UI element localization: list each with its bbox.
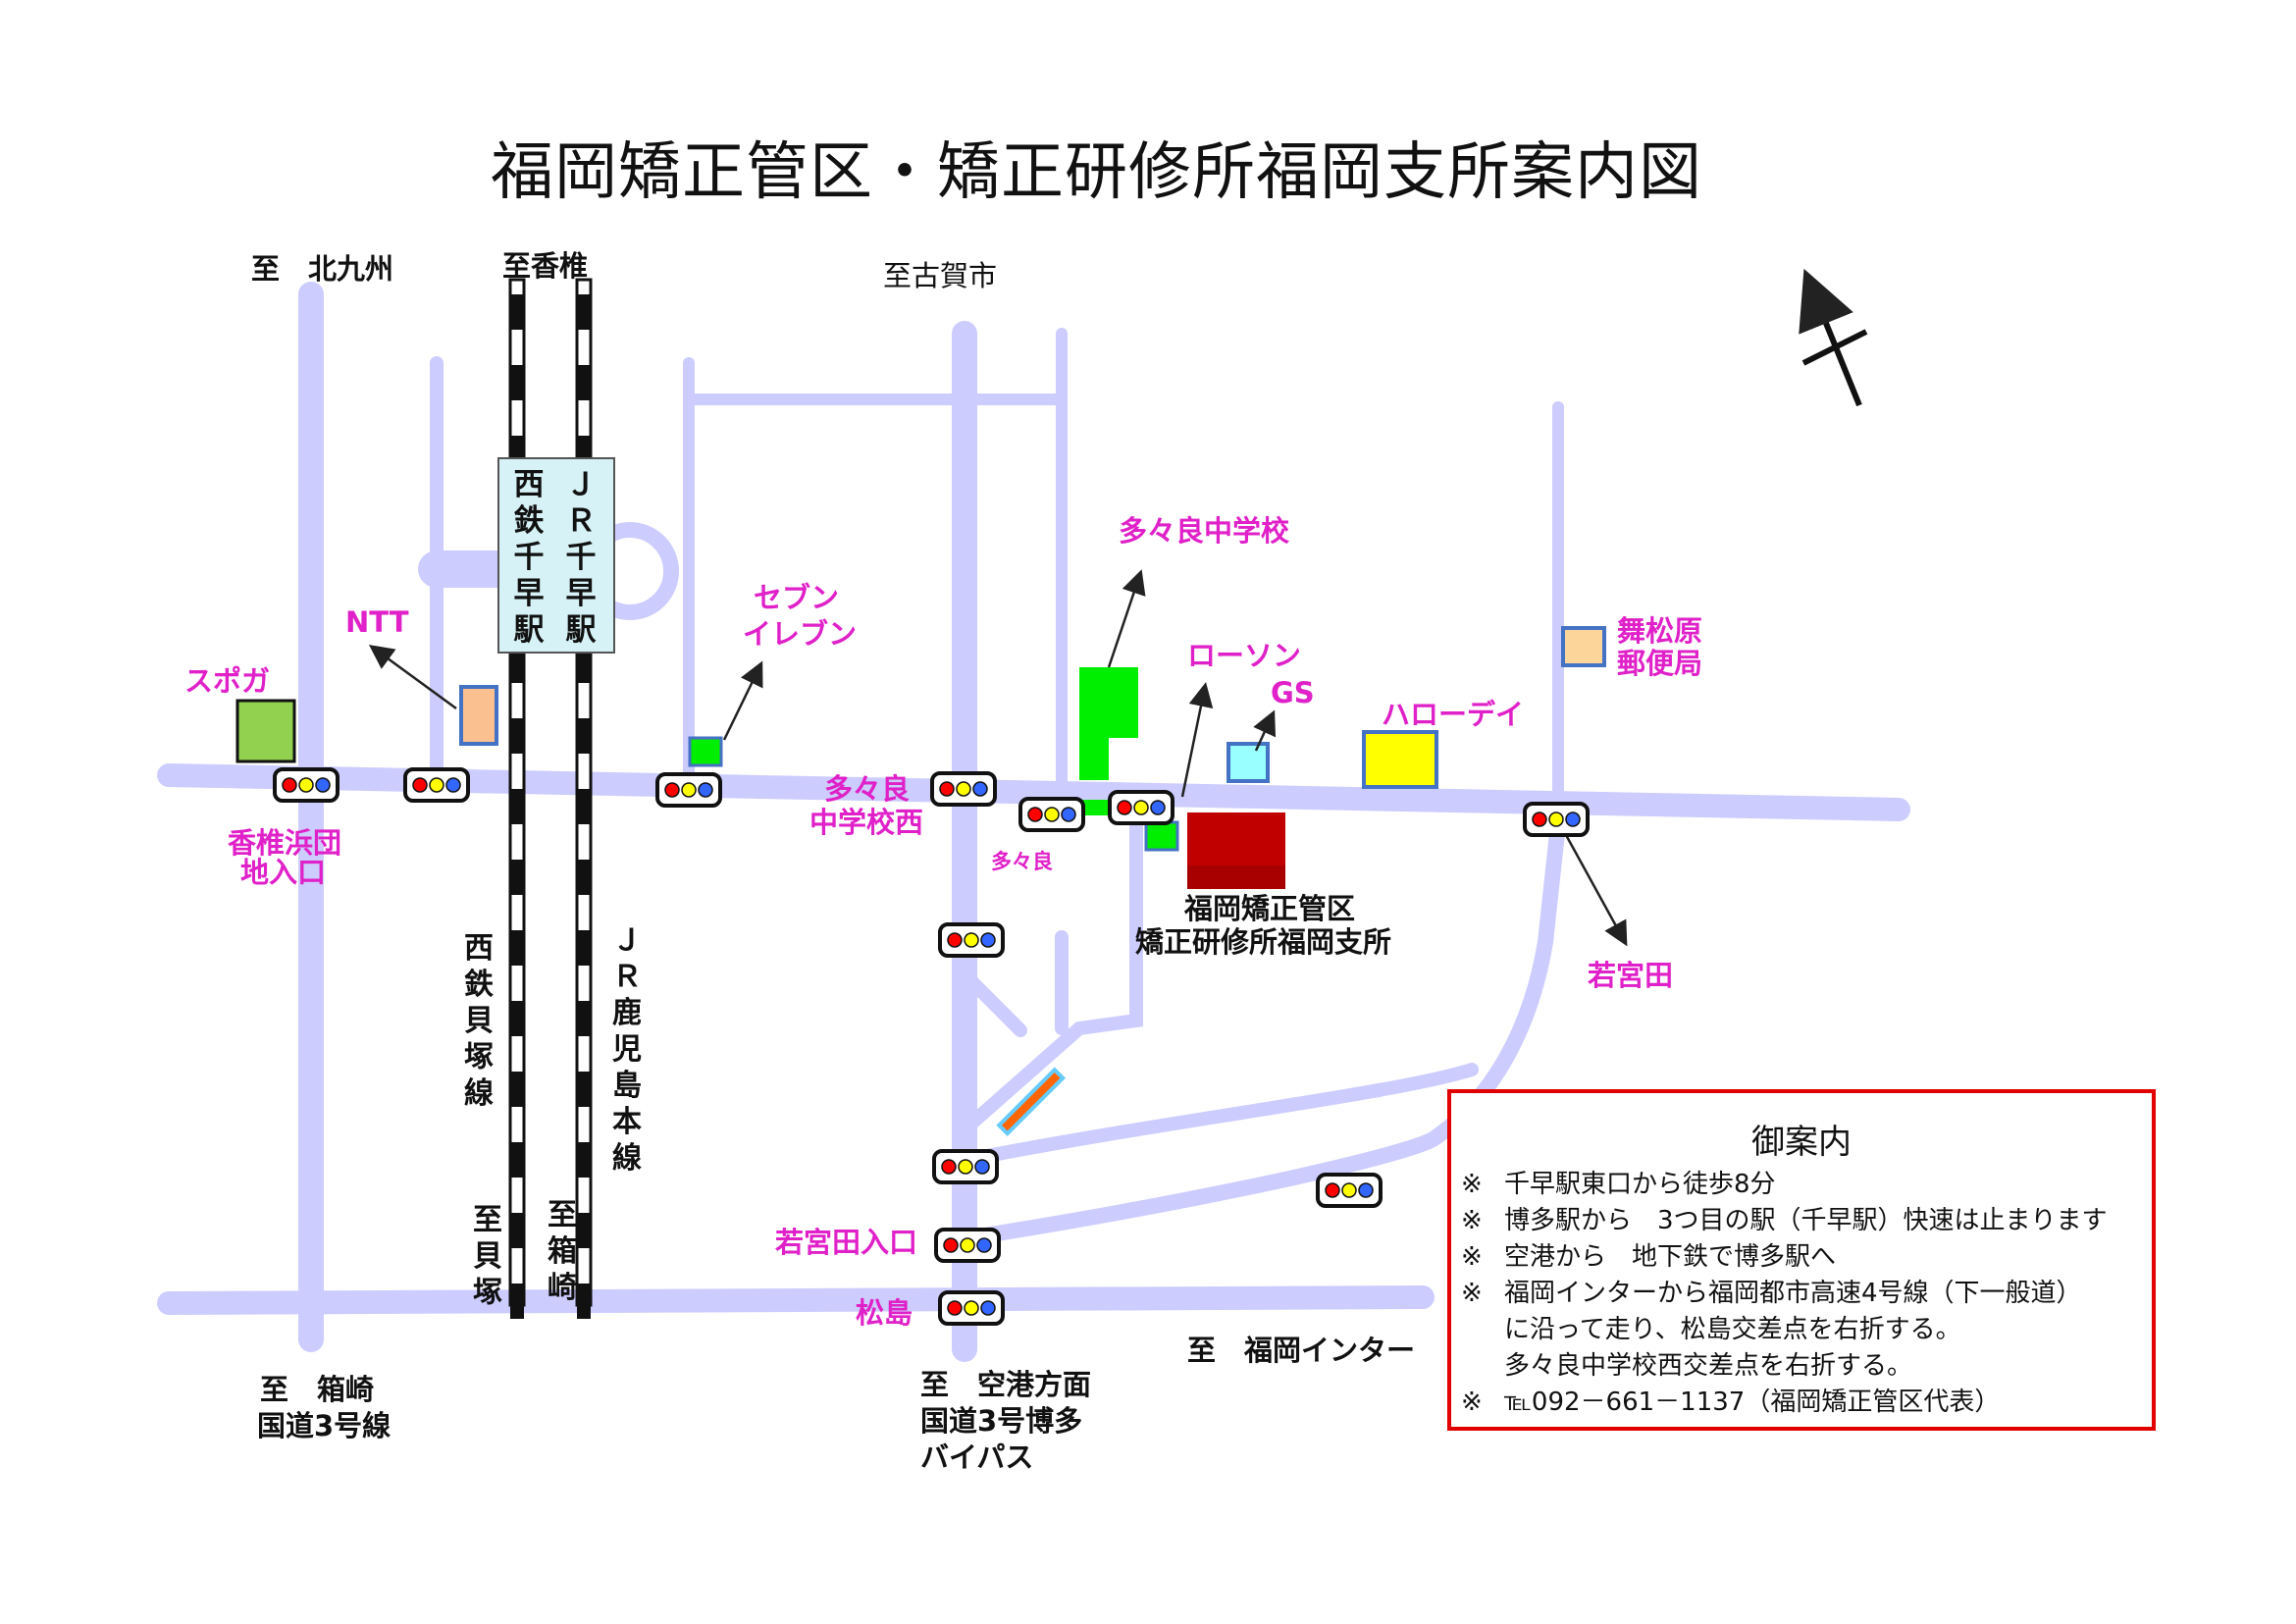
label-tatara-west-2: 中学校西 bbox=[809, 806, 924, 839]
traffic-signal bbox=[273, 767, 339, 803]
guide-line-5: に沿って走り、松島交差点を右折する。 bbox=[1504, 1315, 1961, 1344]
label-wakamiyada: 若宮田 bbox=[1588, 959, 1674, 992]
label-post-2: 郵便局 bbox=[1617, 647, 1703, 680]
label-matsushima: 松島 bbox=[856, 1296, 913, 1330]
label-wakamiyada-entrance: 若宮田入口 bbox=[775, 1226, 918, 1259]
direction-kashii: 至香椎 bbox=[502, 249, 589, 283]
guide-line-1: ※千早駅東口から徒歩8分 bbox=[1461, 1170, 1776, 1199]
note-mark: ※ bbox=[1461, 1170, 1483, 1199]
label-halloday: ハローデイ bbox=[1382, 698, 1525, 731]
traffic-signal bbox=[1018, 797, 1085, 832]
direction-airport-3: バイパス bbox=[920, 1441, 1034, 1474]
direction-kitakyushu: 至 北九州 bbox=[251, 252, 394, 286]
label-seven-1: セブン bbox=[754, 581, 840, 614]
direction-fukuoka-ic: 至 福岡インター bbox=[1187, 1334, 1416, 1367]
direction-airport-1: 至 空港方面 bbox=[920, 1368, 1092, 1401]
target-name-2: 矯正研修所福岡支所 bbox=[1135, 925, 1392, 959]
label-post-1: 舞松原 bbox=[1617, 614, 1703, 648]
label-kashiihama-2: 地入口 bbox=[240, 856, 327, 889]
traffic-signal bbox=[1108, 790, 1174, 825]
traffic-signals bbox=[273, 767, 1590, 1326]
note-mark: ※ bbox=[1461, 1242, 1483, 1272]
footbridge bbox=[996, 1067, 1067, 1137]
post-office-building bbox=[1561, 626, 1606, 667]
direction-airport-2: 国道3号博多 bbox=[920, 1404, 1083, 1438]
station-jr-chihaya: ＪＲ千早駅 bbox=[565, 467, 597, 648]
traffic-signal bbox=[938, 922, 1005, 958]
line-jr-label: ＪＲ鹿児島本線 bbox=[612, 923, 642, 1176]
traffic-signal bbox=[1316, 1173, 1383, 1208]
traffic-signal bbox=[938, 1290, 1005, 1326]
guide-box: 御案内 ※千早駅東口から徒歩8分 ※博多駅から 3つ目の駅（千早駅）快速は止まり… bbox=[1447, 1089, 2156, 1431]
buildings bbox=[235, 626, 1606, 1137]
north-arrow bbox=[1799, 268, 1868, 407]
traffic-signal bbox=[403, 767, 470, 803]
label-supoga: スポガ bbox=[184, 664, 271, 698]
seven-eleven-building bbox=[688, 736, 723, 767]
ntt-building bbox=[459, 685, 498, 746]
traffic-signal bbox=[930, 771, 997, 807]
label-seven-2: イレブン bbox=[743, 617, 858, 651]
direction-koga: 至古賀市 bbox=[883, 259, 998, 292]
map-title: 福岡矯正管区・矯正研修所福岡支所案内図 bbox=[491, 136, 1702, 209]
line-nishitetsu-label: 西鉄貝塚線 bbox=[464, 931, 494, 1111]
direction-kaizuka: 至貝塚 bbox=[473, 1203, 502, 1310]
label-ntt: NTT bbox=[345, 605, 409, 639]
station-nishitetsu-chihaya: 西鉄千早駅 bbox=[513, 467, 545, 648]
guide-line-6: 多々良中学校西交差点を右折する。 bbox=[1504, 1351, 1913, 1381]
guide-line-3: ※空港から 地下鉄で博多駅へ bbox=[1461, 1242, 1837, 1272]
junior-high-school-building bbox=[1079, 667, 1138, 780]
direction-route3: 国道3号線 bbox=[257, 1409, 391, 1442]
guide-line-2: ※博多駅から 3つ目の駅（千早駅）快速は止まります bbox=[1461, 1206, 2108, 1235]
note-mark: ※ bbox=[1461, 1279, 1483, 1308]
traffic-signal bbox=[932, 1149, 999, 1184]
direction-hakozaki: 至 箱崎 bbox=[260, 1373, 375, 1406]
label-junior-high: 多々良中学校 bbox=[1119, 514, 1290, 548]
label-gs: GS bbox=[1271, 676, 1315, 709]
traffic-signal bbox=[934, 1228, 1001, 1263]
direction-hakozaki-rail: 至箱崎 bbox=[548, 1198, 577, 1305]
note-mark: ※ bbox=[1461, 1388, 1483, 1417]
label-tatara: 多々良 bbox=[991, 850, 1053, 873]
leader-lines bbox=[368, 569, 1628, 947]
traffic-signal bbox=[1523, 802, 1590, 837]
label-lawson: ローソン bbox=[1187, 639, 1302, 672]
railways bbox=[508, 278, 593, 1319]
roads bbox=[157, 282, 1910, 1362]
traffic-signal bbox=[655, 772, 722, 808]
chihaya-station: 西鉄千早駅 ＪＲ千早駅 bbox=[497, 457, 615, 654]
supoga-building bbox=[235, 699, 296, 763]
note-mark: ※ bbox=[1461, 1206, 1483, 1235]
label-kashiihama-1: 香椎浜団 bbox=[228, 826, 342, 860]
halloday-building bbox=[1362, 730, 1438, 789]
gs-building bbox=[1226, 742, 1270, 783]
guide-line-7: ※℡092－661－1137（福岡矯正管区代表） bbox=[1461, 1388, 2001, 1417]
target-name-1: 福岡矯正管区 bbox=[1184, 892, 1356, 925]
guide-title: 御案内 bbox=[1751, 1123, 1852, 1162]
lawson-building bbox=[1144, 820, 1179, 852]
guide-line-4: ※福岡インターから福岡都市高速4号線（下一般道） bbox=[1461, 1279, 2082, 1308]
label-tatara-west-1: 多々良 bbox=[824, 772, 911, 806]
